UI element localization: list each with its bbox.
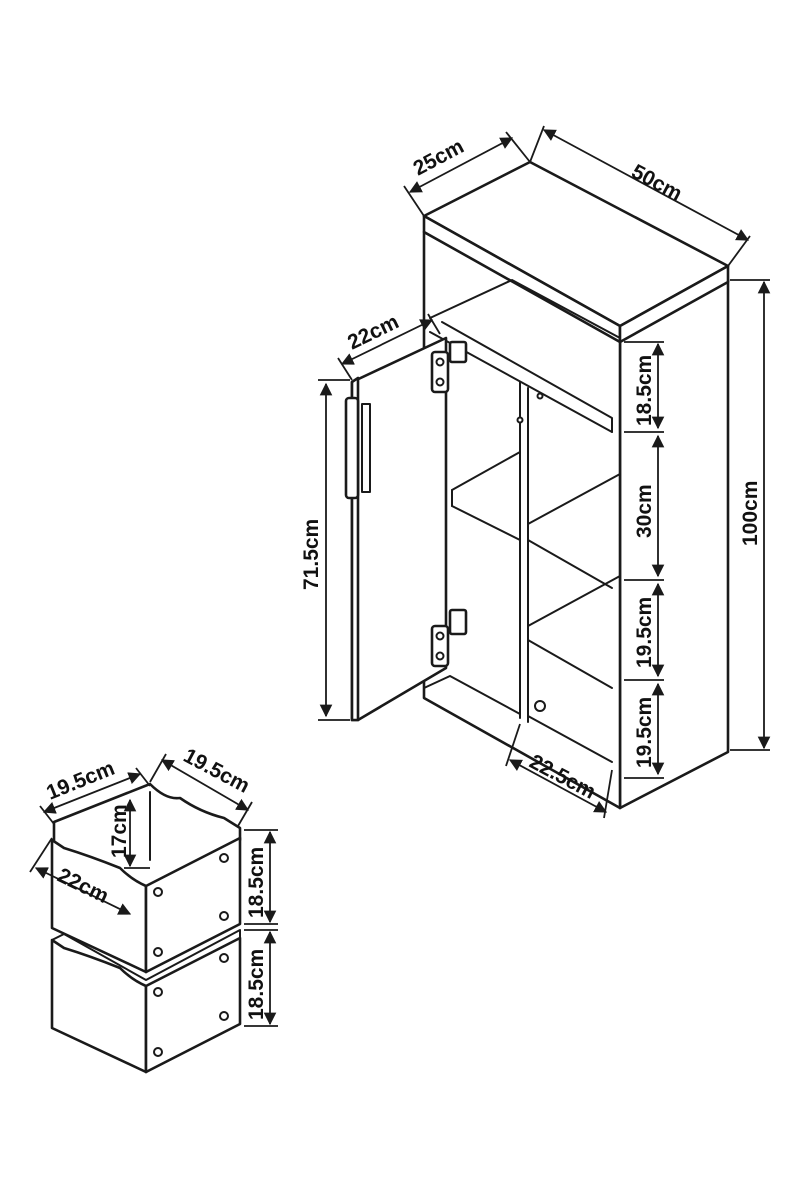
shelf-right-1 (527, 473, 621, 525)
shelf-top (429, 279, 621, 339)
cabinet-drawing (344, 160, 730, 810)
dim-top-compartment-label: 18.5cm (633, 355, 656, 426)
box-top-screw-2 (153, 947, 163, 957)
hinge-top (430, 340, 468, 394)
dim-door-height-label: 71.5cm (300, 519, 323, 590)
shelf-left-middle-front (451, 505, 521, 541)
door-handle[interactable] (344, 396, 360, 500)
dim-box-inner-height-label: 17cm (108, 804, 131, 858)
shelf-right-1-front (527, 523, 613, 589)
door-handle-grip (361, 403, 371, 493)
dim-box-length-line (34, 867, 132, 915)
box-bottom-screw-1 (153, 987, 163, 997)
box-bottom-screw-4 (219, 1011, 229, 1021)
dim-width-label: 50cm (628, 160, 686, 206)
dim-inner-width-line (508, 759, 608, 813)
dim-bottom-box-height-label: 18.5cm (245, 949, 268, 1020)
shelf-1 (441, 321, 613, 433)
hinge-bottom (430, 608, 468, 668)
dim-depth-label: 25cm (410, 135, 468, 181)
dim-middle-compartment-label: 30cm (633, 484, 656, 538)
storage-boxes-drawing (50, 782, 242, 1074)
dim-lower-compartment-label: 19.5cm (633, 597, 656, 668)
box-top-screw-3 (219, 853, 229, 863)
shelf-left-middle (451, 451, 521, 491)
cabinet-bottom-right (527, 715, 613, 763)
box-top-screw-4 (219, 911, 229, 921)
dim-box-depth-label: 19.5cm (180, 744, 254, 798)
cabinet-bottom (423, 675, 521, 715)
box-top-screw-1 (153, 887, 163, 897)
pin-hole-2 (536, 392, 544, 400)
storage-box-bottom (50, 929, 242, 1074)
box-bottom-rim (51, 929, 241, 981)
shelf-right-2-front (527, 625, 613, 689)
box-top-side (144, 836, 242, 974)
box-bottom-screw-3 (219, 953, 229, 963)
dim-box-depth-line (160, 759, 250, 811)
dim-depth-line (408, 137, 514, 193)
pin-hole-1 (516, 416, 524, 424)
dim-door-width-line (340, 319, 434, 365)
box-bottom-screw-2 (153, 1047, 163, 1057)
cam-lock-hole (534, 700, 546, 712)
dim-top-box-height-label: 18.5cm (245, 847, 268, 918)
cabinet-top-side-edge (618, 264, 730, 344)
dim-box-width-line (42, 772, 142, 814)
dim-bottom-compartment-label: 19.5cm (633, 697, 656, 768)
shelf-right-2 (527, 575, 621, 627)
dim-height-label: 100cm (739, 481, 762, 546)
dim-width-line (542, 129, 750, 241)
box-bottom-side (144, 936, 242, 1074)
